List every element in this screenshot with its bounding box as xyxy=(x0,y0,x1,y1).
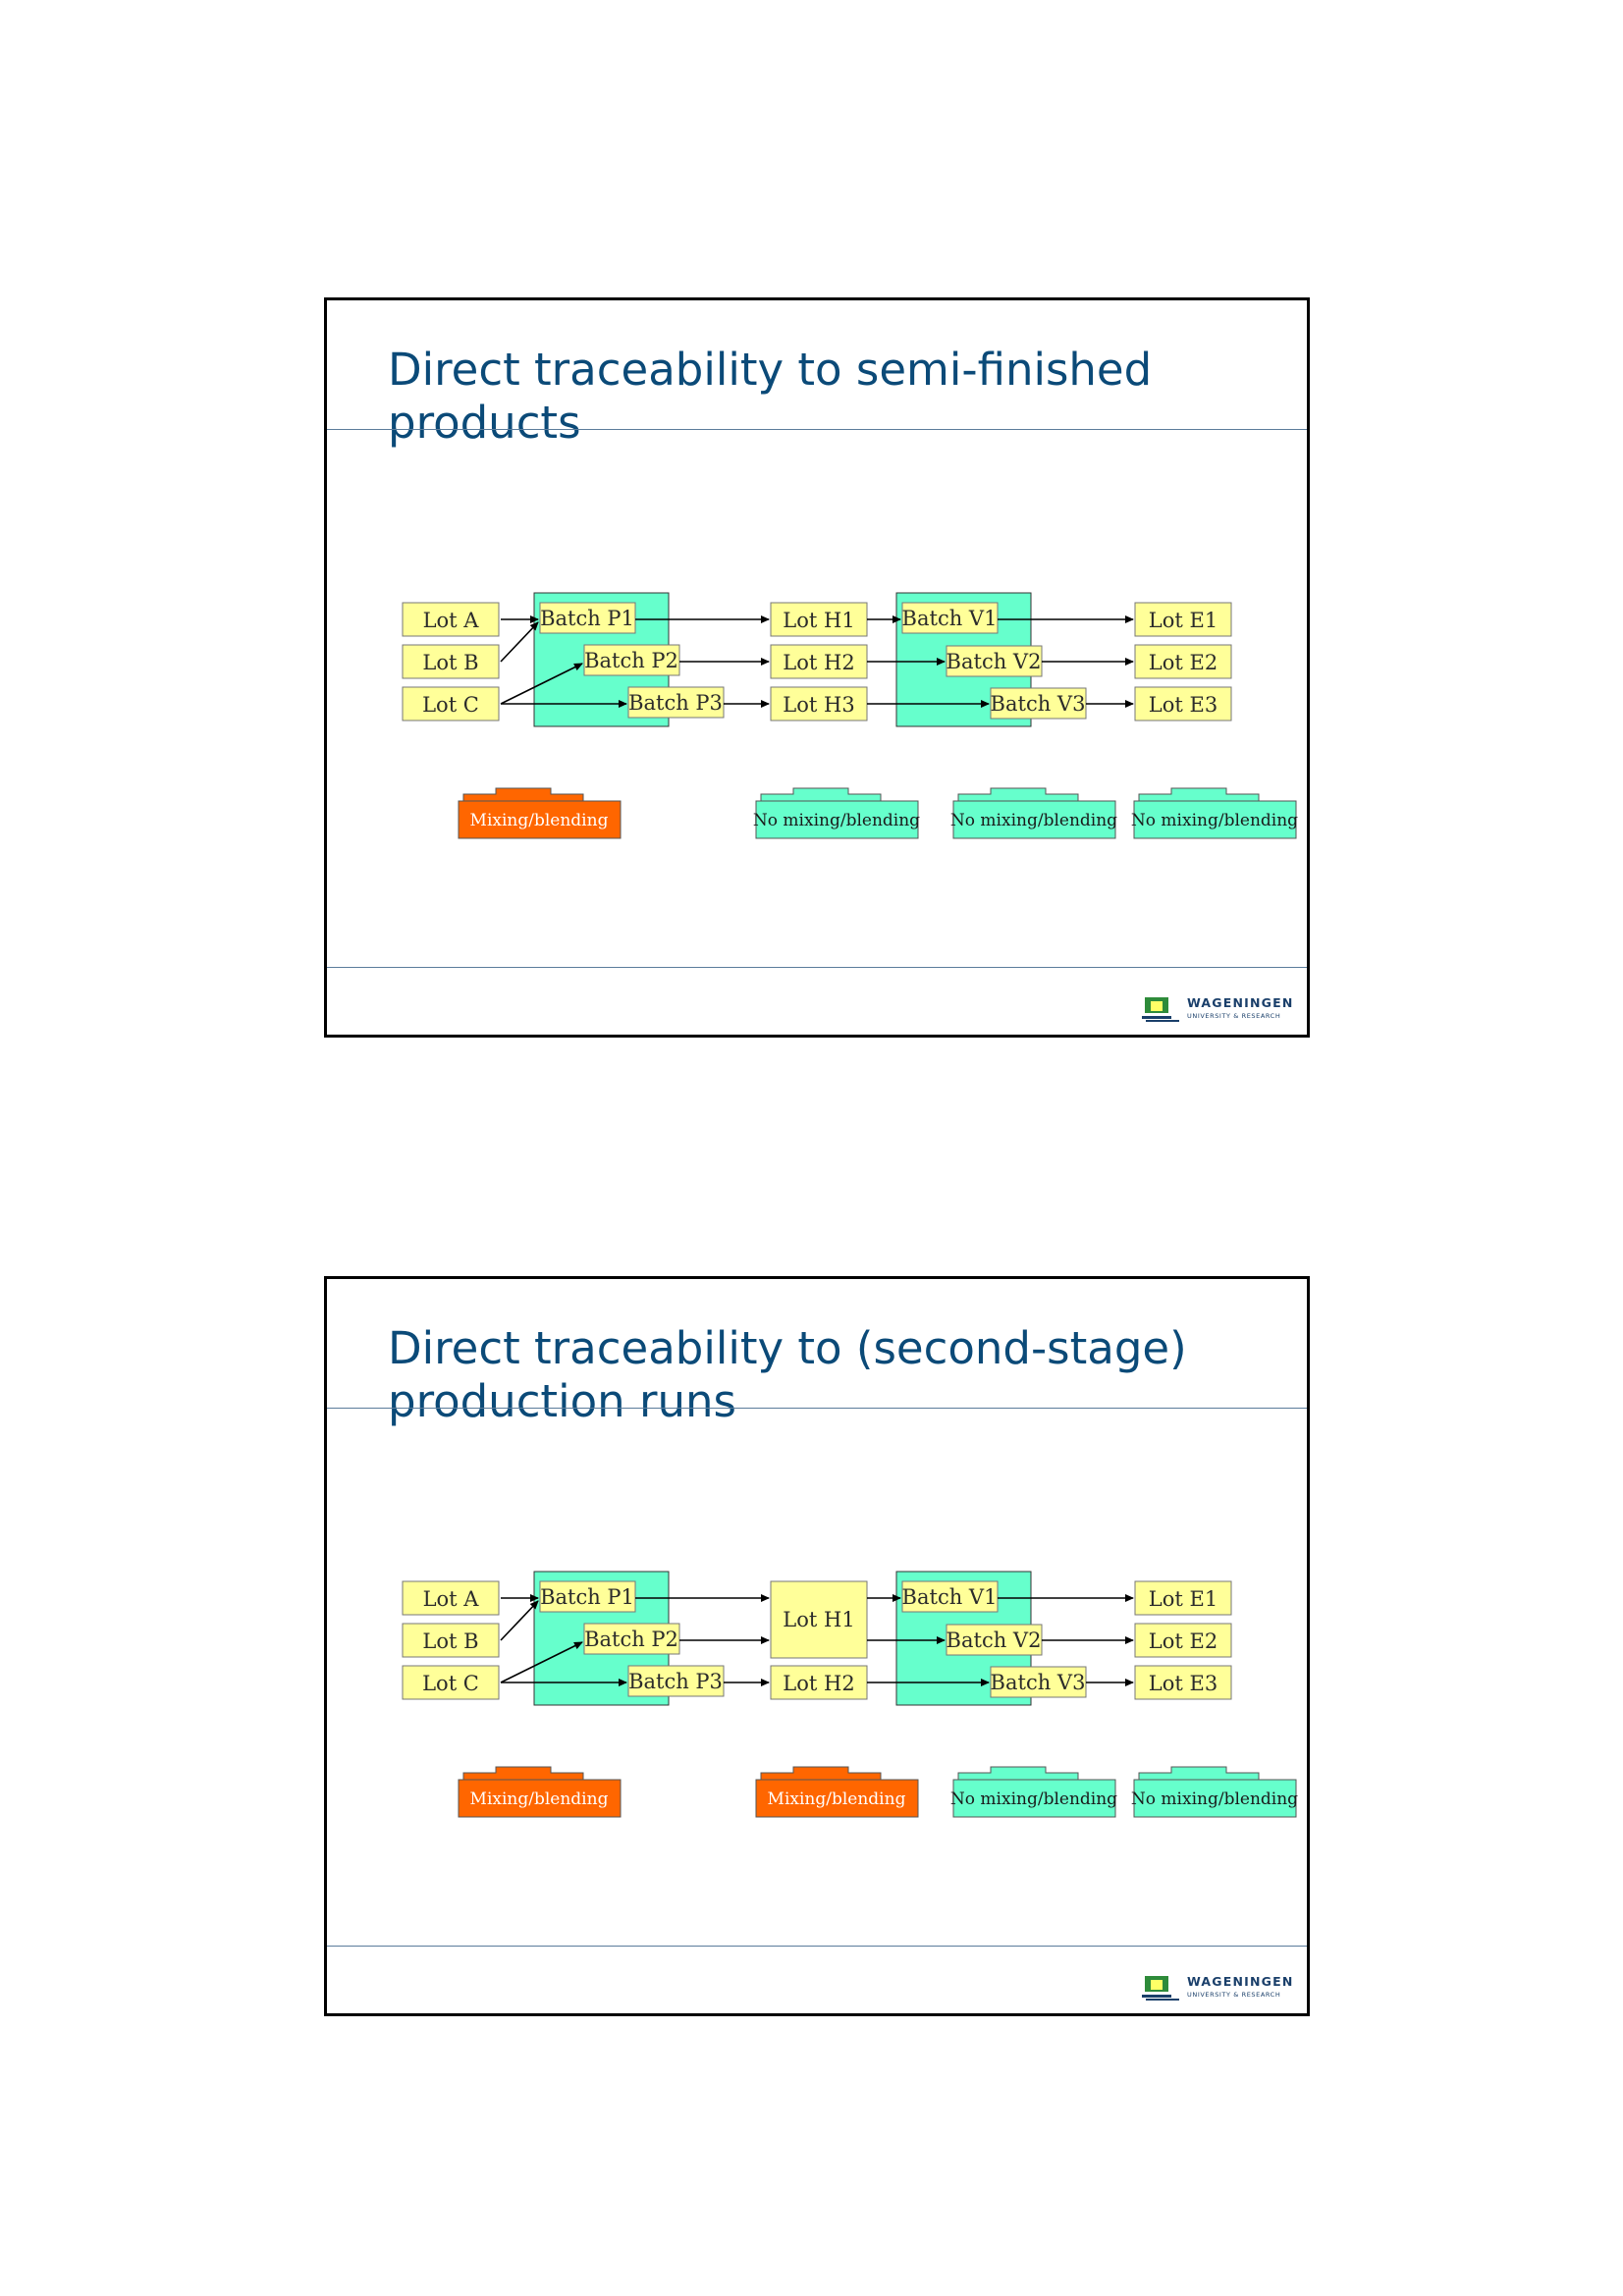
tag-label: No mixing/blending xyxy=(1131,811,1298,830)
slide-1: Direct traceability to semi-finished pro… xyxy=(324,297,1310,1038)
batch-label: Batch V1 xyxy=(902,607,998,630)
tag-label: Mixing/blending xyxy=(470,1789,609,1809)
no-mixing-tag: No mixing/blending xyxy=(753,787,920,839)
flow-arrows xyxy=(500,615,1134,708)
lot-label: Lot E1 xyxy=(1149,1587,1217,1611)
logo-name: WAGENINGEN xyxy=(1187,995,1294,1010)
lot-label: Lot C xyxy=(422,693,479,717)
title-line-1: Direct traceability to (second-stage) xyxy=(388,1322,1187,1374)
batch-box: Batch V2 xyxy=(946,645,1043,677)
lot-label: Lot E2 xyxy=(1149,651,1217,674)
slide-2: Direct traceability to (second-stage) pr… xyxy=(324,1276,1310,2016)
batch-label: Batch P1 xyxy=(540,607,634,630)
batch-label: Batch P3 xyxy=(628,691,723,715)
tag-label: No mixing/blending xyxy=(950,811,1117,830)
lot-label: Lot H3 xyxy=(783,693,854,717)
batch-label: Batch P2 xyxy=(584,1628,678,1651)
wageningen-logo: WAGENINGEN UNIVERSITY & RESEARCH xyxy=(1142,1974,1294,2001)
title-divider xyxy=(327,429,1307,430)
batch-box: Batch P1 xyxy=(539,602,636,634)
lot-label: Lot H2 xyxy=(783,651,854,674)
slide-title: Direct traceability to semi-finished pro… xyxy=(388,344,1232,450)
lot-label: Lot E3 xyxy=(1149,693,1217,717)
batch-label: Batch P2 xyxy=(584,649,678,672)
batch-label: Batch V1 xyxy=(902,1585,998,1609)
footer-divider xyxy=(327,1946,1307,1947)
intermediate-lot-box: Lot H2 xyxy=(770,644,868,679)
no-mixing-tag: No mixing/blending xyxy=(950,787,1117,839)
no-mixing-tag: No mixing/blending xyxy=(1131,787,1298,839)
title-line-2: production runs xyxy=(388,1375,736,1427)
no-mixing-tag: No mixing/blending xyxy=(950,1766,1117,1818)
end-lot-box: Lot E2 xyxy=(1134,644,1232,679)
batch-box: Batch P2 xyxy=(583,1623,680,1655)
slide-title: Direct traceability to (second-stage) pr… xyxy=(388,1322,1232,1428)
title-line-1: Direct traceability to semi-finished xyxy=(388,344,1153,396)
mixing-tag: Mixing/blending xyxy=(458,787,622,839)
lot-label: Lot H1 xyxy=(783,609,854,632)
lot-label: Lot H2 xyxy=(783,1672,854,1695)
lot-label: Lot E1 xyxy=(1149,609,1217,632)
title-line-2: products xyxy=(388,397,581,449)
lot-label: Lot A xyxy=(423,609,480,632)
footer-divider xyxy=(327,967,1307,968)
batch-box: Batch V3 xyxy=(990,687,1087,720)
end-lot-box: Lot E1 xyxy=(1134,1580,1232,1616)
lot-box: Lot C xyxy=(402,686,500,721)
batch-box: Batch V1 xyxy=(901,602,999,634)
logo-sub: UNIVERSITY & RESEARCH xyxy=(1187,1012,1280,1020)
intermediate-lot-box: Lot H1 xyxy=(770,602,868,637)
batch-box: Batch V2 xyxy=(946,1624,1043,1656)
lot-label: Lot A xyxy=(423,1587,480,1611)
logo-sub: UNIVERSITY & RESEARCH xyxy=(1187,1991,1280,1999)
logo-name: WAGENINGEN xyxy=(1187,1974,1294,1989)
batch-box: Batch P1 xyxy=(539,1580,636,1613)
lot-box: Lot A xyxy=(402,602,500,637)
batch-label: Batch P3 xyxy=(628,1670,723,1693)
lot-box: Lot B xyxy=(402,1623,500,1658)
lot-label: Lot B xyxy=(422,651,478,674)
intermediate-lot-box: Lot H1 xyxy=(770,1580,868,1659)
lot-label: Lot E3 xyxy=(1149,1672,1217,1695)
batch-box: Batch V3 xyxy=(990,1666,1087,1698)
batch-label: Batch P1 xyxy=(540,1585,634,1609)
tag-label: Mixing/blending xyxy=(470,811,609,830)
mixing-tag: Mixing/blending xyxy=(755,1766,919,1818)
end-lot-box: Lot E1 xyxy=(1134,602,1232,637)
intermediate-lot-box: Lot H3 xyxy=(770,686,868,721)
lot-label: Lot H1 xyxy=(783,1608,854,1631)
lot-box: Lot C xyxy=(402,1665,500,1700)
batch-label: Batch V2 xyxy=(947,650,1042,673)
lot-label: Lot C xyxy=(422,1672,479,1695)
mixing-tag: Mixing/blending xyxy=(458,1766,622,1818)
batch-label: Batch V3 xyxy=(991,1671,1086,1694)
lot-box: Lot A xyxy=(402,1580,500,1616)
no-mixing-tag: No mixing/blending xyxy=(1131,1766,1298,1818)
batch-label: Batch V3 xyxy=(991,692,1086,716)
wageningen-logo: WAGENINGEN UNIVERSITY & RESEARCH xyxy=(1142,995,1294,1022)
lot-label: Lot E2 xyxy=(1149,1629,1217,1653)
flow-arrows xyxy=(500,1594,1134,1686)
end-lot-box: Lot E3 xyxy=(1134,686,1232,721)
tag-label: No mixing/blending xyxy=(753,811,920,830)
end-lot-box: Lot E3 xyxy=(1134,1665,1232,1700)
batch-box: Batch V1 xyxy=(901,1580,999,1613)
batch-box: Batch P3 xyxy=(627,1665,725,1697)
batch-label: Batch V2 xyxy=(947,1629,1042,1652)
batch-box: Batch P2 xyxy=(583,644,680,676)
title-divider xyxy=(327,1408,1307,1409)
lot-label: Lot B xyxy=(422,1629,478,1653)
lot-box: Lot B xyxy=(402,644,500,679)
tag-label: No mixing/blending xyxy=(950,1789,1117,1809)
traceability-diagram: Lot A Lot B Lot C Batch P1 Batch P2 Batc… xyxy=(402,592,1298,839)
traceability-diagram: Lot A Lot B Lot C Batch P1 Batch P2 Batc… xyxy=(402,1571,1298,1818)
tag-label: No mixing/blending xyxy=(1131,1789,1298,1809)
intermediate-lot-box: Lot H2 xyxy=(770,1665,868,1700)
tag-label: Mixing/blending xyxy=(768,1789,906,1809)
end-lot-box: Lot E2 xyxy=(1134,1623,1232,1658)
batch-box: Batch P3 xyxy=(627,686,725,719)
